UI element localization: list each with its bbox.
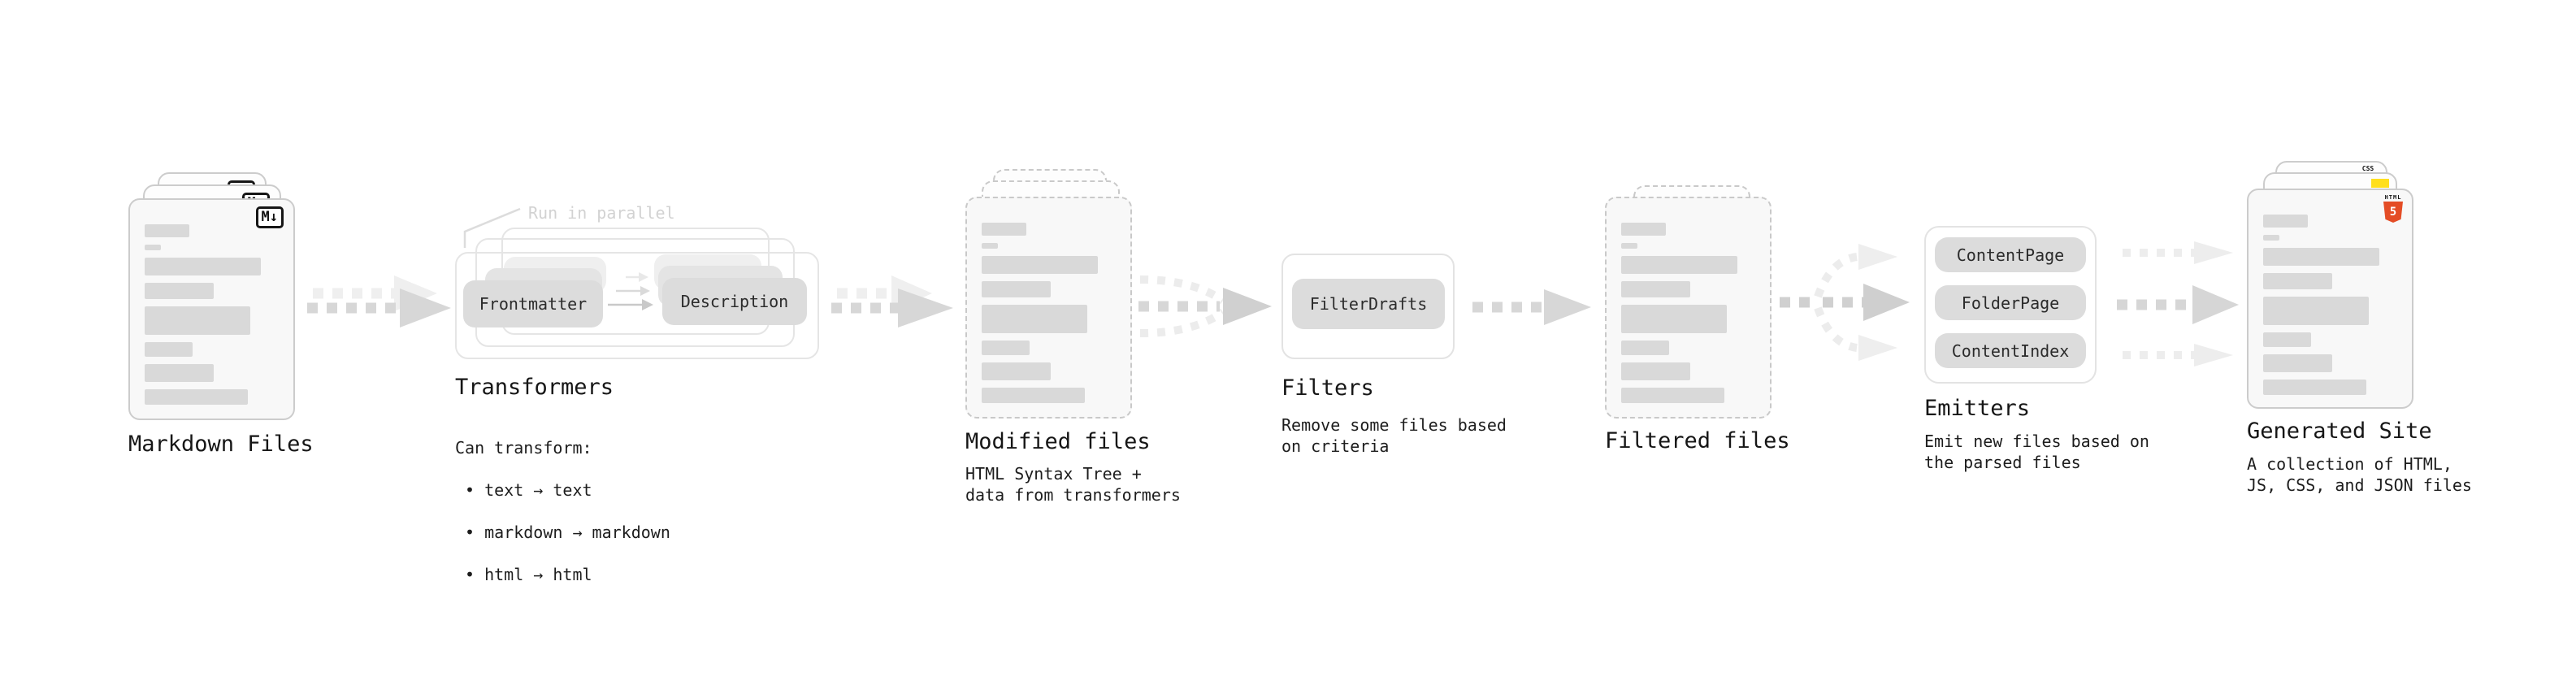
arrow-filters-to-filtered-icon xyxy=(1472,289,1591,325)
text-bar xyxy=(145,389,249,405)
text-bar xyxy=(2263,354,2332,372)
modified-files-description: HTML Syntax Tree + data from transformer… xyxy=(965,464,1181,505)
text-bar xyxy=(1621,362,1690,380)
filterdrafts-pill: FilterDrafts xyxy=(1292,279,1445,329)
transformer-step-arrows-icon xyxy=(608,272,653,310)
text-bar xyxy=(2263,380,2367,395)
modified-files-caption: Modified files xyxy=(965,429,1151,454)
folderpage-pill: FolderPage xyxy=(1935,285,2086,320)
text-bar xyxy=(982,281,1051,297)
html5-icon-shield: 5 xyxy=(2383,202,2403,223)
text-bar xyxy=(2263,297,2370,325)
text-bar xyxy=(145,306,251,335)
transform-list-item: • markdown → markdown xyxy=(465,523,670,542)
transformers-description: Can transform: • text → text • markdown … xyxy=(455,416,670,606)
text-bar xyxy=(145,283,214,299)
text-bar xyxy=(982,340,1030,355)
markdown-doc-front: M↓ xyxy=(128,198,295,420)
text-bar xyxy=(2263,235,2279,241)
arrow-filtered-to-emitters-icon xyxy=(1780,244,1910,361)
text-bar xyxy=(2263,332,2311,347)
generated-doc-html: HTML 5 xyxy=(2247,189,2413,409)
text-bar xyxy=(2263,248,2380,266)
contentpage-pill: ContentPage xyxy=(1935,237,2086,272)
markdown-icon: M↓ xyxy=(255,206,284,228)
html5-icon: HTML 5 xyxy=(2383,195,2404,223)
generated-site-caption: Generated Site xyxy=(2247,419,2432,444)
text-bar xyxy=(1621,388,1725,403)
arrow-modified-to-filters-icon xyxy=(1138,275,1272,337)
text-bar xyxy=(982,362,1051,380)
arrow-emitters-to-generated-icon xyxy=(2117,241,2239,367)
text-bar xyxy=(982,243,998,249)
text-bar xyxy=(1621,305,1728,333)
text-bar xyxy=(1621,281,1690,297)
transform-list-item: • text → text xyxy=(465,480,592,500)
filtered-files-caption: Filtered files xyxy=(1605,428,1790,453)
text-bar xyxy=(982,388,1086,403)
arrow-transformers-to-modified-icon xyxy=(831,275,953,327)
filtered-doc-front xyxy=(1605,197,1772,419)
transformer-layer-outline-front xyxy=(455,252,819,359)
contentindex-pill: ContentIndex xyxy=(1935,333,2086,368)
text-bar xyxy=(2263,273,2332,289)
html5-icon-label: HTML xyxy=(2384,194,2402,201)
filters-caption: Filters xyxy=(1281,375,1374,401)
text-bar xyxy=(145,224,190,237)
transform-list-item: • html → html xyxy=(465,565,592,584)
text-bar xyxy=(145,342,193,357)
doc-text-placeholder xyxy=(982,223,1114,403)
text-bar xyxy=(1621,340,1669,355)
filters-description: Remove some files based on criteria xyxy=(1281,415,1507,456)
modified-doc-front xyxy=(965,197,1132,419)
text-bar xyxy=(1621,243,1637,249)
text-bar xyxy=(982,305,1088,333)
css-icon-label: CSS xyxy=(2361,165,2374,172)
emitters-description: Emit new files based on the parsed files xyxy=(1924,432,2149,472)
generated-site-description: A collection of HTML, JS, CSS, and JSON … xyxy=(2247,454,2472,495)
run-in-parallel-leader-line xyxy=(463,207,521,248)
markdown-files-caption: Markdown Files xyxy=(128,432,314,457)
text-bar xyxy=(982,223,1027,236)
js-icon xyxy=(2371,179,2389,188)
text-bar xyxy=(1621,223,1667,236)
doc-text-placeholder xyxy=(2263,215,2396,395)
doc-text-placeholder xyxy=(145,224,277,405)
text-bar xyxy=(982,256,1099,274)
text-bar xyxy=(145,258,262,275)
doc-text-placeholder xyxy=(1621,223,1754,403)
emitters-caption: Emitters xyxy=(1924,396,2031,421)
text-bar xyxy=(145,364,214,382)
description-pill: Description xyxy=(662,278,807,325)
text-bar xyxy=(1621,256,1738,274)
transformers-caption: Transformers xyxy=(455,375,614,400)
frontmatter-pill: Frontmatter xyxy=(463,280,603,327)
text-bar xyxy=(145,245,161,250)
arrow-markdown-to-transformers-icon xyxy=(307,275,451,327)
text-bar xyxy=(2263,215,2309,228)
run-in-parallel-note: Run in parallel xyxy=(528,203,675,223)
transform-list-title: Can transform: xyxy=(455,438,592,458)
